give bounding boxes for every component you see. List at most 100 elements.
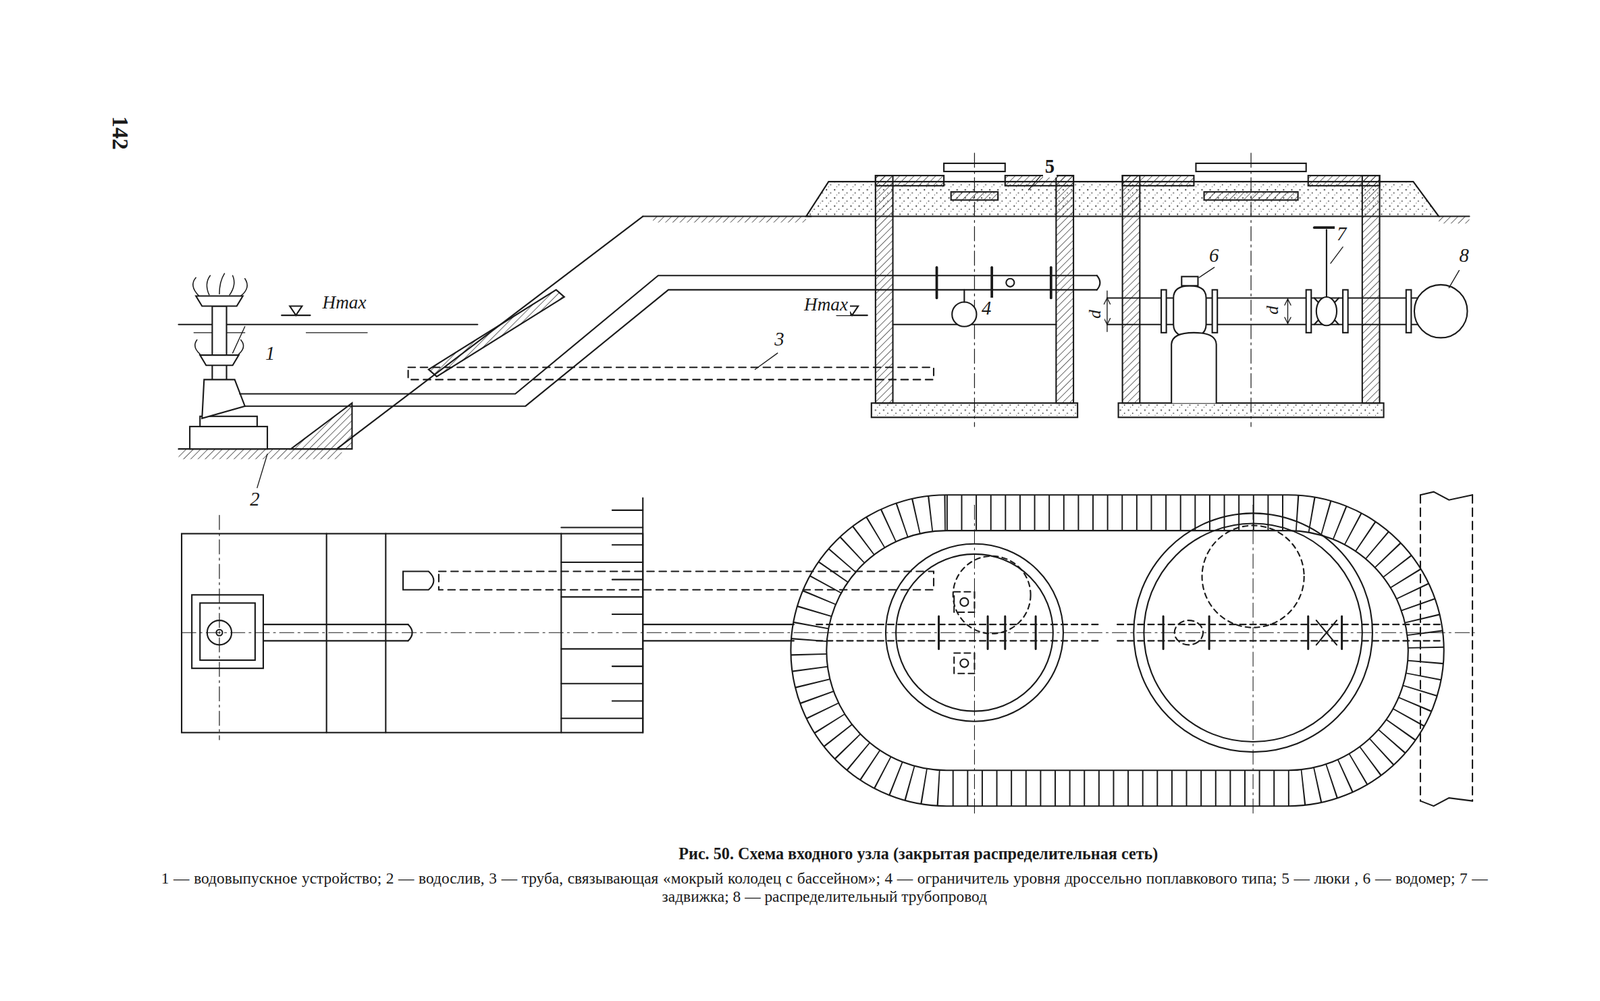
- wet-well-part: [1028, 175, 1042, 190]
- outlet-device-part: [195, 339, 244, 354]
- wells-plan: [790, 494, 1444, 817]
- wells-plan-part-part: [816, 640, 1102, 642]
- figure-caption: 1 — водовыпускное устройство; 2 — водосл…: [161, 869, 1488, 906]
- distribution-pipe-part: [1448, 270, 1459, 289]
- wells-plan-part: [826, 530, 1409, 771]
- wet-well-part: [1055, 175, 1074, 404]
- diameter-mark: d: [1263, 303, 1283, 317]
- meter-well-part: [1287, 299, 1289, 324]
- wells-plan-part: [790, 494, 1444, 807]
- callout-number: 8: [1456, 245, 1471, 267]
- wet-well: [871, 153, 1078, 427]
- supply-pipe: [239, 275, 1100, 406]
- ground: [178, 181, 1470, 460]
- wet-well-part: [951, 302, 977, 327]
- link-pipe-dashed: [408, 353, 934, 380]
- meter-well-part: [1284, 299, 1291, 324]
- meter-well-part: [1171, 332, 1217, 404]
- basin-plan-part: [326, 534, 328, 734]
- outlet-device-part: [257, 454, 268, 489]
- basin-plan-part: [181, 534, 643, 734]
- meter-well-part: [1198, 267, 1215, 278]
- wet-well-part: [875, 175, 944, 186]
- meter-well-part: [1107, 297, 1419, 299]
- callout-number: 6: [1207, 245, 1221, 267]
- distribution-pipe-plan-part: [1420, 492, 1473, 807]
- basin-plan-part: [403, 571, 434, 591]
- basin-plan-part: [642, 623, 794, 626]
- ground-part: [290, 403, 353, 449]
- level-mark: Hmax: [802, 295, 850, 316]
- meter-well-part: [1362, 175, 1380, 404]
- meter-well-part: [1107, 324, 1419, 326]
- ground-part: [1438, 216, 1470, 225]
- basin-plan-part: [560, 534, 562, 734]
- meter-well-part: [1308, 175, 1380, 186]
- wet-well-part: [990, 267, 994, 298]
- outlet-device: [189, 273, 268, 488]
- wells-plan-part: [974, 504, 975, 817]
- basin-plan-part: [384, 534, 387, 734]
- wells-plan-part: [960, 659, 969, 668]
- meter-well-part: [1181, 276, 1198, 287]
- supply-pipe-part: [239, 275, 1098, 394]
- wells-plan-part: [1316, 620, 1337, 645]
- wet-well-part: [1049, 267, 1053, 298]
- ground-part: [178, 448, 343, 460]
- meter-well-part: [1342, 289, 1349, 333]
- meter-well-part: [1406, 289, 1412, 333]
- level-mark: Hmax: [320, 292, 369, 314]
- outlet-device-part: [232, 326, 246, 354]
- callout-number: 5: [1043, 155, 1057, 178]
- meter-well-part: [1173, 285, 1206, 337]
- wet-well-part: [963, 289, 965, 302]
- wells-plan-part: [808, 513, 1426, 789]
- water-level-part: [289, 306, 302, 316]
- diameter-mark: d: [1085, 307, 1105, 321]
- basin-plan-part: [199, 602, 256, 661]
- link-pipe-dashed-part: [754, 353, 778, 370]
- wells-plan-part-part: [953, 592, 975, 613]
- meter-well-part: [1250, 153, 1251, 427]
- basin-plan-part: [191, 594, 264, 669]
- meter-well-part: [1161, 289, 1167, 333]
- distribution-pipe-part: [1414, 284, 1468, 339]
- meter-well-part: [1325, 229, 1328, 298]
- wells-plan-part-part: [953, 652, 975, 674]
- wells-plan-part: [939, 616, 1343, 649]
- meter-well: [1103, 153, 1419, 427]
- ground-part: [336, 216, 643, 450]
- outlet-device-part: [193, 273, 248, 296]
- wet-well-part: [935, 267, 939, 298]
- basin-plan-part: [438, 571, 934, 591]
- wells-plan-part: [953, 556, 1031, 634]
- basin-plan-part: [561, 510, 643, 719]
- water-level-part: [305, 332, 368, 333]
- wells-plan-part-part: [816, 623, 1102, 626]
- basin-plan: [181, 498, 1475, 740]
- meter-well-part: [1103, 297, 1110, 325]
- outlet-device-part: [199, 355, 239, 366]
- outlet-device-part: [195, 295, 244, 306]
- callout-number: 7: [1334, 223, 1349, 246]
- basin-plan-part: [263, 640, 409, 642]
- page-number: 142: [108, 114, 133, 152]
- distribution-pipe-plan: [1420, 492, 1473, 807]
- callout-number: 2: [247, 488, 262, 511]
- figure-title: Рис. 50. Схема входного узла (закрытая р…: [408, 845, 1429, 864]
- wells-plan-part: [960, 598, 969, 607]
- meter-well-part: [1316, 297, 1337, 326]
- wells-plan-part-part: [1117, 640, 1445, 642]
- wet-well-part: [974, 153, 975, 427]
- meter-well-part: [1122, 175, 1195, 186]
- wells-plan-part-part: [1174, 620, 1204, 645]
- meter-well-part: [1330, 247, 1343, 264]
- wet-well-part: [875, 175, 894, 404]
- link-pipe-dashed-part: [408, 367, 934, 380]
- callout-number: 1: [263, 342, 277, 365]
- meter-well-part: [1122, 175, 1141, 404]
- inlet-node-drawing-part: [178, 153, 1476, 817]
- wells-plan-part: [816, 592, 1445, 674]
- meter-well-part: [1212, 289, 1218, 333]
- distribution-pipe-plan-part: [1419, 494, 1422, 801]
